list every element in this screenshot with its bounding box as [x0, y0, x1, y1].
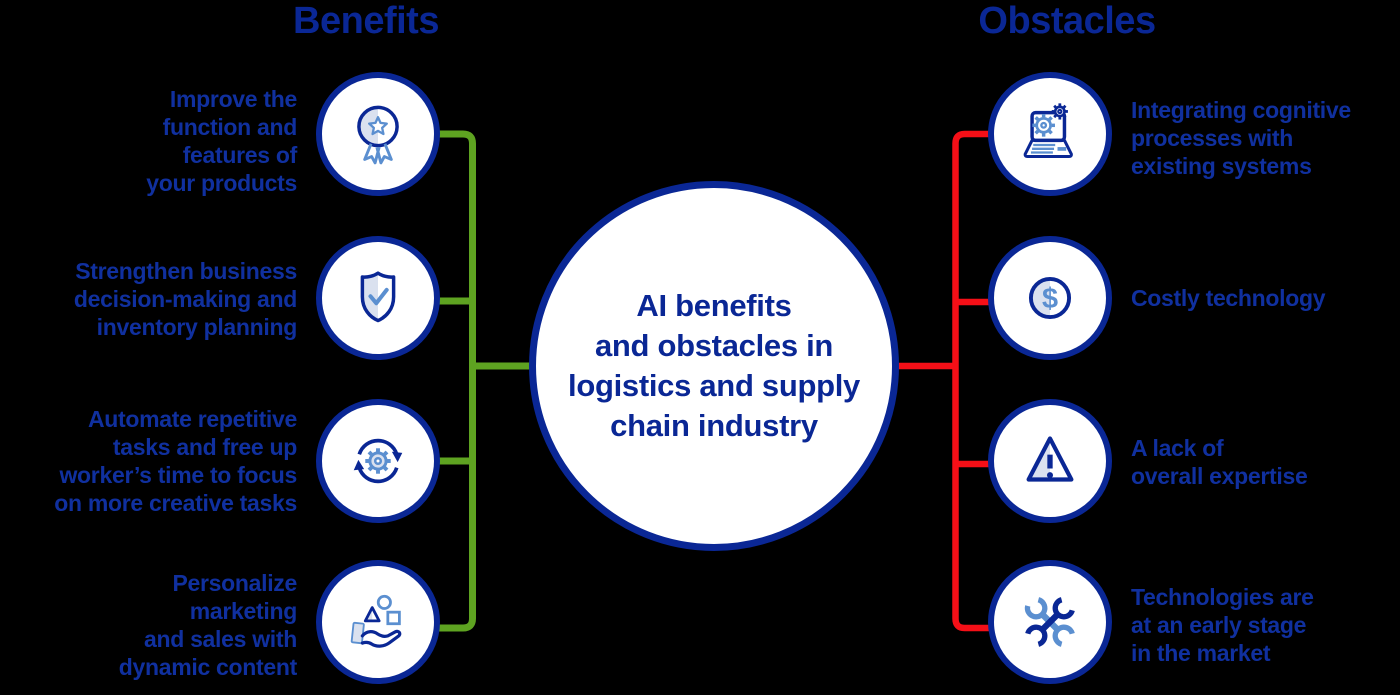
central-topic-text: AI benefits and obstacles in logistics a… — [568, 288, 860, 443]
benefit-circle-decisions — [316, 236, 440, 360]
benefit-label-personalize: Personalize marketing and sales with dyn… — [118, 570, 298, 680]
giving-hand-icon — [350, 594, 402, 648]
award-medal-icon — [357, 105, 399, 165]
benefit-circle-personalize — [316, 560, 440, 684]
sync-gear-icon — [353, 438, 403, 484]
benefit-label-decisions: Strengthen business decision-making and … — [73, 258, 297, 340]
obstacle-circle-expertise — [988, 399, 1112, 523]
warning-triangle-icon — [1026, 436, 1074, 482]
central-topic-circle: AI benefits and obstacles in logistics a… — [529, 181, 899, 551]
obstacle-circle-early-stage — [988, 560, 1112, 684]
shield-check-icon — [360, 271, 396, 323]
obstacle-label-expertise: A lack of overall expertise — [1131, 435, 1308, 489]
laptop-gears-icon — [1023, 103, 1073, 159]
obstacle-label-integration: Integrating cognitive processes with exi… — [1131, 97, 1351, 179]
dollar-coin-icon: $ — [1028, 276, 1072, 320]
benefit-circle-automate — [316, 399, 440, 523]
benefits-title: Benefits — [293, 0, 439, 42]
benefit-label-products: Improve the function and features of you… — [146, 86, 297, 196]
obstacles-title: Obstacles — [978, 0, 1156, 42]
obstacle-circle-cost: $ — [988, 236, 1112, 360]
benefit-circle-products — [316, 72, 440, 196]
obstacles-connector — [885, 130, 992, 632]
obstacle-label-cost: Costly technology — [1131, 285, 1326, 311]
benefit-label-automate: Automate repetitive tasks and free up wo… — [54, 406, 297, 516]
obstacle-circle-integration — [988, 72, 1112, 196]
obstacle-label-early-stage: Technologies are at an early stage in th… — [1131, 584, 1314, 666]
crossed-wrenches-icon — [1024, 597, 1075, 647]
dollar-symbol: $ — [1042, 283, 1058, 315]
